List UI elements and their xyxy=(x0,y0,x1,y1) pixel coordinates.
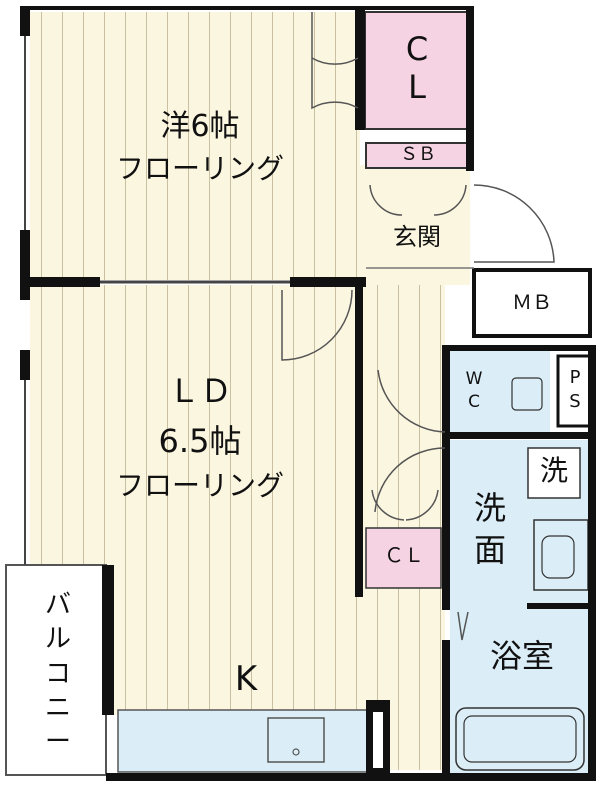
pipe-space-label: P S xyxy=(569,367,581,413)
door-toilet xyxy=(377,369,446,433)
shoe-box xyxy=(365,142,469,169)
wall-partition-horizontal-2 xyxy=(290,277,366,287)
shoe-box-label: ＳＢ xyxy=(400,144,436,165)
vanity-basin xyxy=(541,535,575,579)
western-room-title: 洋6帖 xyxy=(160,109,240,144)
kitchen-sink xyxy=(267,717,325,763)
bathtub-inner xyxy=(463,715,577,763)
sink-drain xyxy=(292,748,300,756)
balcony-floor xyxy=(5,564,107,776)
wall-partition-horizontal xyxy=(30,277,100,287)
door-bathroom xyxy=(457,611,469,641)
pipe-space xyxy=(556,354,594,428)
bathtub xyxy=(455,707,585,771)
closet-small xyxy=(365,527,442,589)
wall-right xyxy=(588,345,596,781)
closet-main-label: C L xyxy=(405,30,429,107)
hall-floor xyxy=(360,165,470,285)
balcony-label: バ ル コ ニ ー xyxy=(44,590,71,758)
wall-right-upper xyxy=(466,6,474,171)
left-wall-top xyxy=(20,6,30,36)
kitchen-label: K xyxy=(234,659,258,699)
door-closet-left-b xyxy=(311,58,359,110)
western-room-floor-label: フローリング xyxy=(115,152,284,185)
washroom-label: 洗 面 xyxy=(473,489,506,569)
wall-wet-left xyxy=(442,345,450,610)
door-closet-small xyxy=(371,489,439,521)
wall-bath-left xyxy=(442,640,450,781)
ld-size: 6.5帖 xyxy=(158,422,242,460)
wall-bottom xyxy=(106,773,596,781)
western-room-floor xyxy=(30,12,360,280)
left-wall-low xyxy=(20,350,30,380)
ld-floor-label: フローリング xyxy=(115,469,284,502)
wall-balcony-post xyxy=(102,565,114,715)
left-wall-mid xyxy=(20,230,30,300)
door-shoe-box xyxy=(369,184,467,216)
entrance-label: 玄関 xyxy=(393,223,441,251)
bathroom-label: 浴室 xyxy=(489,637,554,675)
closet-small-label: ＣＬ xyxy=(384,543,424,567)
toilet-fixture xyxy=(511,377,543,411)
closet-main xyxy=(364,11,469,130)
toilet-floor xyxy=(450,350,550,435)
meter-box xyxy=(472,268,592,338)
washer-box xyxy=(527,447,581,499)
door-entrance xyxy=(473,184,555,263)
washer-label: 洗 xyxy=(539,454,568,487)
wall-wc-bottom xyxy=(442,432,592,439)
wall-bath-divider xyxy=(527,603,592,609)
outer-wall xyxy=(20,6,474,10)
door-ld xyxy=(281,289,353,361)
meter-box-label: ＭＢ xyxy=(512,290,552,314)
wall-wet-top xyxy=(442,345,592,351)
bathroom-floor xyxy=(450,605,590,775)
wall-center-vertical xyxy=(355,10,365,130)
door-washroom xyxy=(374,447,446,513)
wall-center-vertical-2 xyxy=(355,287,363,597)
wall-kitchen-stub-inner xyxy=(373,712,383,768)
ld-title: ＬＤ xyxy=(167,372,232,410)
toilet-label: W C xyxy=(465,369,483,412)
kitchen-counter xyxy=(117,709,369,773)
